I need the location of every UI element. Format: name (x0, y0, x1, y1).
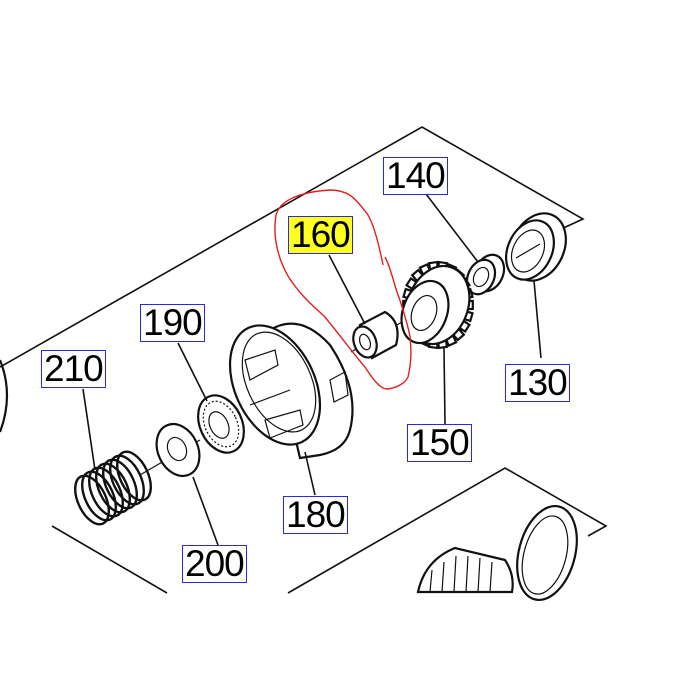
leader-line-210 (82, 388, 96, 471)
spring-coil (95, 462, 131, 514)
partial-part-left-edge (0, 359, 9, 433)
callout-label-150: 150 (407, 424, 472, 462)
callout-label-160-highlighted: 160 (288, 216, 353, 254)
leader-line-130 (533, 280, 542, 359)
partial-parts-bottom (416, 504, 578, 602)
spring-coil (116, 450, 152, 502)
spring-coil (102, 458, 138, 510)
leader-line-200 (192, 476, 219, 546)
leader-line-150 (443, 347, 446, 425)
leader-line-160 (328, 254, 366, 325)
callout-label-190: 190 (140, 304, 205, 342)
part-210-spring (74, 450, 152, 526)
part-140-needle-bearing (465, 253, 506, 296)
panel-outline-left (51, 525, 168, 594)
callout-label-200: 200 (182, 545, 247, 583)
part-190-bearing (197, 394, 245, 454)
callout-label-210: 210 (41, 350, 106, 388)
red-circle-annotation (274, 189, 412, 390)
callout-label-130: 130 (505, 364, 570, 402)
part-150-gear (400, 260, 474, 350)
part-180-clutch-cage (228, 322, 354, 460)
spring-coil (109, 454, 145, 506)
part-130-bearing (505, 212, 567, 282)
leader-line-180 (304, 451, 316, 496)
callout-label-180: 180 (283, 496, 348, 534)
panel-outline-top (0, 126, 585, 368)
part-160-bushing (352, 310, 399, 360)
callout-label-140: 140 (383, 157, 448, 195)
leader-line-190 (177, 342, 208, 402)
leader-line-140 (425, 193, 479, 263)
spring-coil (81, 470, 117, 522)
panel-outline-bottom (287, 467, 608, 594)
spring-coil (74, 474, 110, 526)
part-200-washer (155, 423, 201, 477)
